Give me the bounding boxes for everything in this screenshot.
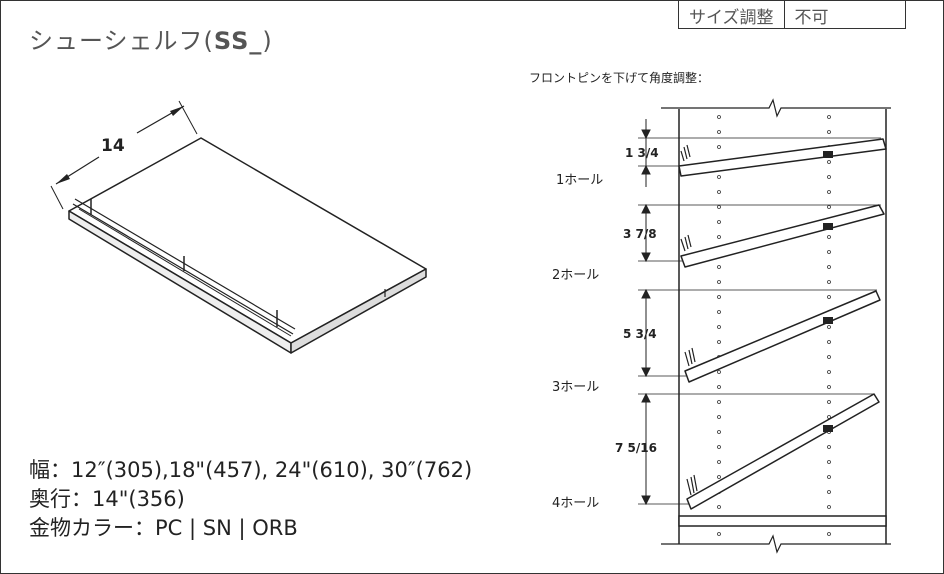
hole-2-label: 2ホール: [552, 268, 600, 283]
hole-1-dimension: 1 3/4: [625, 146, 659, 160]
hole-2-dimension: 3 7/8: [623, 227, 657, 241]
shelf-side-edge: [290, 268, 427, 354]
title-name: シューシェルフ(: [29, 27, 214, 55]
size-adjustment-value: 不可: [783, 1, 905, 28]
angle-adjust-heading: フロントピンを下げて角度調整：: [529, 71, 710, 85]
spec-finish: 金物カラー：PC | SN | ORB: [29, 516, 298, 540]
spec-list: 幅：12″(305),18"(457), 24"(610), 30″(762) …: [29, 456, 472, 543]
hole-4-label: 4ホール: [552, 496, 600, 511]
title-close: ): [262, 27, 273, 55]
shelf-position-4: [686, 393, 880, 510]
hole-4-dimension: 7 5/16: [615, 441, 657, 455]
page-title: シューシェルフ(SS_): [29, 21, 273, 56]
spec-width: 幅：12″(305),18"(457), 24"(610), 30″(762): [29, 458, 473, 482]
spec-depth: 奥行：14"(356): [29, 487, 185, 511]
hole-1-label: 1ホール: [556, 173, 604, 188]
size-adjustment-label: サイズ調整: [689, 8, 774, 28]
hole-3-dimension: 5 3/4: [623, 327, 657, 341]
front-lips: [680, 144, 698, 496]
shelf-position-2: [680, 204, 885, 268]
shelf-depth-label: 14: [101, 136, 125, 156]
tilted-shelves: [678, 138, 887, 510]
shelf-position-1: [678, 138, 887, 177]
shelf-pins: [823, 151, 833, 432]
size-adjustment-table: サイズ調整 不可: [678, 1, 906, 29]
shelf-illustration: [50, 100, 427, 354]
dimension-leaders: [638, 119, 881, 506]
shelf-position-3: [684, 290, 881, 383]
hole-3-label: 3ホール: [552, 380, 600, 395]
title-code: SS_: [213, 27, 263, 55]
